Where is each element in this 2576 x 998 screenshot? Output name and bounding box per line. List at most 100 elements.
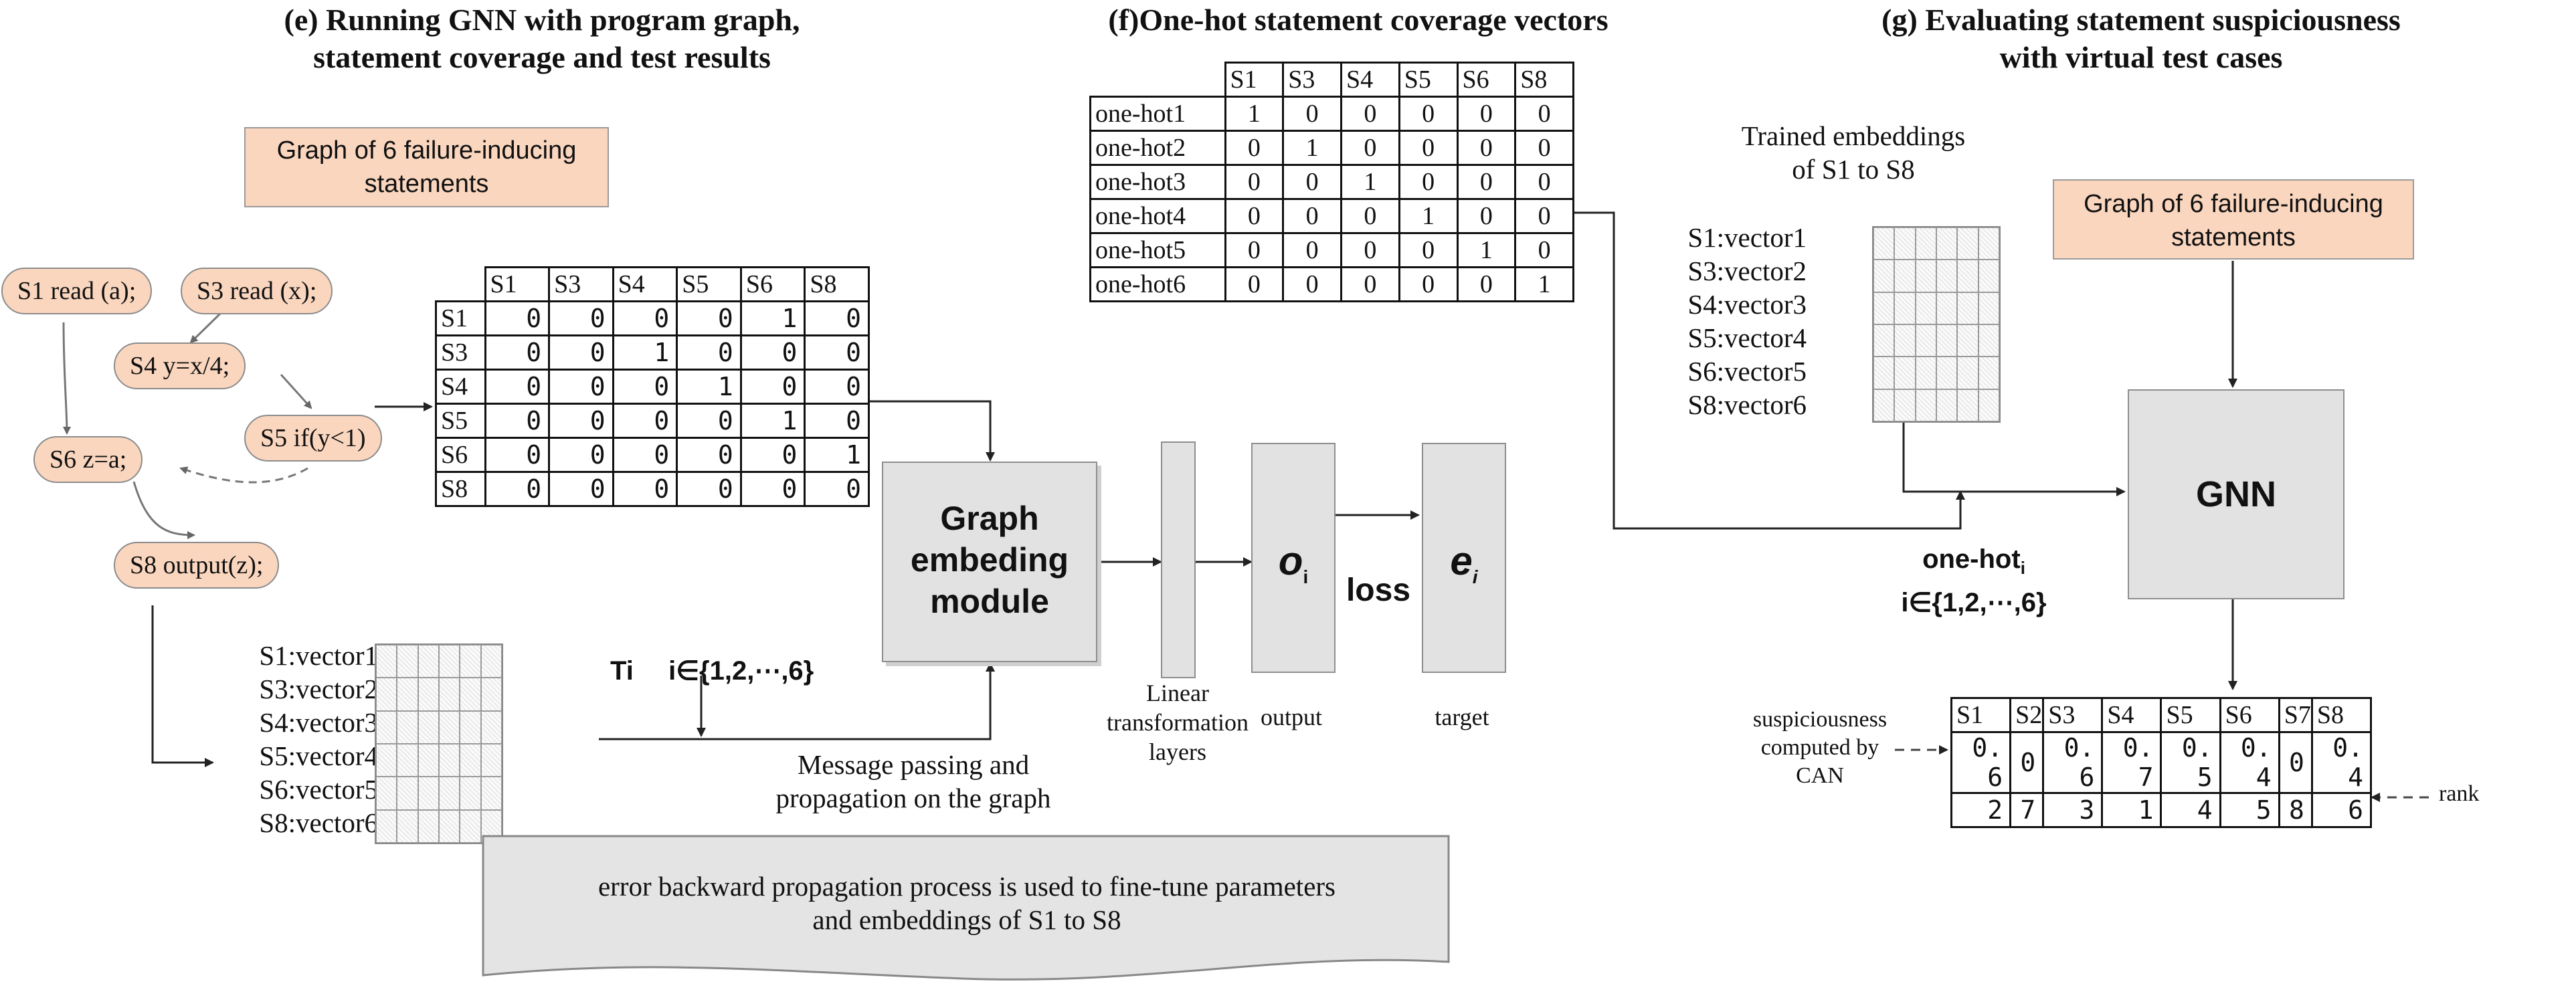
linear-layers-bar [1161,441,1196,678]
onehot-row: one-hot1 1 0 0 0 0 0 [1089,96,1574,132]
matrix-cell: 0 [484,300,551,336]
trained-line1: Trained embeddings [1741,120,1966,151]
arrow-onehot-to-gnn [1574,211,1965,530]
gnn-box: GNN [2128,389,2344,599]
section-g-title-line1: (g) Evaluating statement suspiciousness [1881,3,2401,37]
susp-label-line3: CAN [1796,763,1844,788]
onehot-row: one-hot6 0 0 0 0 0 1 [1089,266,1574,302]
matrix-cell: 1 [676,369,742,405]
vector-label: S5:vector4 [1687,322,1807,353]
linear-line2: transformation [1107,709,1249,736]
rank-value: 7 [2009,792,2045,828]
matrix-corner [436,268,486,302]
susp-col-header: S3 [2042,697,2104,733]
ti-label: Ti i∈{1,2,⋯,6} [610,656,814,686]
vector-list-g: S1:vector1 S3:vector2 S4:vector3 S5:vect… [1653,221,1807,421]
onehot-cell: 0 [1340,266,1400,302]
matrix-cell: 0 [612,471,678,507]
rank-label: rank [2439,781,2480,806]
onehot-cell: 0 [1456,164,1517,200]
onehot-cell: 0 [1398,164,1459,200]
graph-embedding-module: Graph embeding module [882,462,1097,662]
onehot-cell: 0 [1282,266,1342,302]
onehot-row-header: one-hot6 [1089,266,1226,302]
onehot-row-header: one-hot2 [1089,130,1226,166]
matrix-cell: 0 [739,471,806,507]
matrix-col-header: S3 [548,266,614,302]
section-g-title: (g) Evaluating statement suspiciousness … [1807,1,2476,76]
arrow-ti-to-module [599,662,995,740]
onehot-cell: 0 [1398,130,1459,166]
onehot-row: one-hot5 0 0 0 0 1 0 [1089,232,1574,268]
matrix-col-header: S6 [739,266,806,302]
onehot-cell: 0 [1514,232,1574,268]
linear-line3: layers [1149,738,1206,765]
arrow-matrix-to-module [870,400,995,462]
onehot-row-header: one-hot4 [1089,198,1226,234]
edge-s5-s6-dashed [179,466,308,484]
matrix-cell: 0 [484,369,551,405]
matrix-row: S3 0 0 1 0 0 0 [435,334,870,371]
susp-value: 0 [2278,731,2313,794]
susp-col-header: S2 [2009,697,2045,733]
output-symbol-letter: o [1278,538,1303,583]
matrix-cell: 0 [739,437,806,473]
onehot-cell: 0 [1456,96,1517,132]
onehot-sub: i [2020,558,2025,578]
onehot-cell: 0 [1282,96,1342,132]
onehot-cell: 0 [1224,232,1285,268]
onehot-cell: 0 [1224,130,1285,166]
onehot-row: one-hot2 0 1 0 0 0 0 [1089,130,1574,166]
matrix-cell: 0 [676,334,742,371]
matrix-row: S5 0 0 0 0 1 0 [435,403,870,439]
vector-label: S5:vector4 [259,740,378,771]
susp-value-row: 0. 6 0 0. 6 0. 7 0. 5 0. 4 0 0. 4 [1950,731,2373,794]
susp-header-row: S1 S2 S3 S4 S5 S6 S7 S8 [1950,697,2373,733]
rank-value: 5 [2219,792,2280,828]
susp-label-line2: computed by [1760,735,1879,760]
node-s1: S1 read (a); [1,268,153,314]
suspiciousness-label: suspiciousness computed by CAN [1733,706,1907,790]
onehot-row: one-hot4 0 0 0 1 0 0 [1089,198,1574,234]
edge-s3-s4 [189,312,222,344]
onehot-cell: 0 [1398,266,1459,302]
onehot-table: S1 S3 S4 S5 S6 S8 one-hot1 1 0 0 0 0 0 o… [1089,62,1574,302]
matrix-cell: 0 [548,334,614,371]
matrix-cell: 1 [612,334,678,371]
vector-label: S3:vector2 [1687,256,1807,286]
onehot-cell: 0 [1224,198,1285,234]
ti-set: i∈{1,2,⋯,6} [668,656,814,686]
target-symbol-sub: i [1472,567,1478,587]
onehot-cell: 1 [1282,130,1342,166]
graph-box-g: Graph of 6 failure-inducing statements [2053,179,2414,260]
matrix-cell: 0 [676,437,742,473]
onehot-cell: 1 [1398,198,1459,234]
target-box: ei [1422,443,1506,673]
matrix-col-header: S5 [676,266,742,302]
matrix-cell: 0 [612,403,678,439]
node-s5: S5 if(y<1) [244,415,382,462]
onehot-cell: 1 [1224,96,1285,132]
onehot-cell: 0 [1514,198,1574,234]
matrix-row: S8 0 0 0 0 0 0 [435,471,870,507]
rank-value: 8 [2278,792,2313,828]
output-symbol: oi [1253,538,1334,588]
susp-col-header: S8 [2310,697,2373,733]
matrix-cell: 0 [804,369,870,405]
onehot-cell: 0 [1282,232,1342,268]
section-f-title: (f)One-hot statement coverage vectors [1108,3,1608,37]
matrix-cell: 0 [484,471,551,507]
matrix-cell: 0 [739,369,806,405]
onehot-i-line1: one-hoti [1873,542,2074,585]
matrix-cell: 0 [484,437,551,473]
matrix-cell: 0 [548,403,614,439]
rank-row: 2 7 3 1 4 5 8 6 [1950,792,2373,828]
susp-value: 0. 7 [2101,731,2163,794]
loss-label: loss [1346,573,1411,608]
vector-label: S1:vector1 [259,640,378,671]
onehot-corner [1091,63,1226,97]
susp-col-header: S5 [2160,697,2221,733]
node-s8: S8 output(z); [114,542,280,589]
matrix-cell: 0 [676,403,742,439]
error-banner-line2: and embeddings of S1 to S8 [812,904,1121,935]
